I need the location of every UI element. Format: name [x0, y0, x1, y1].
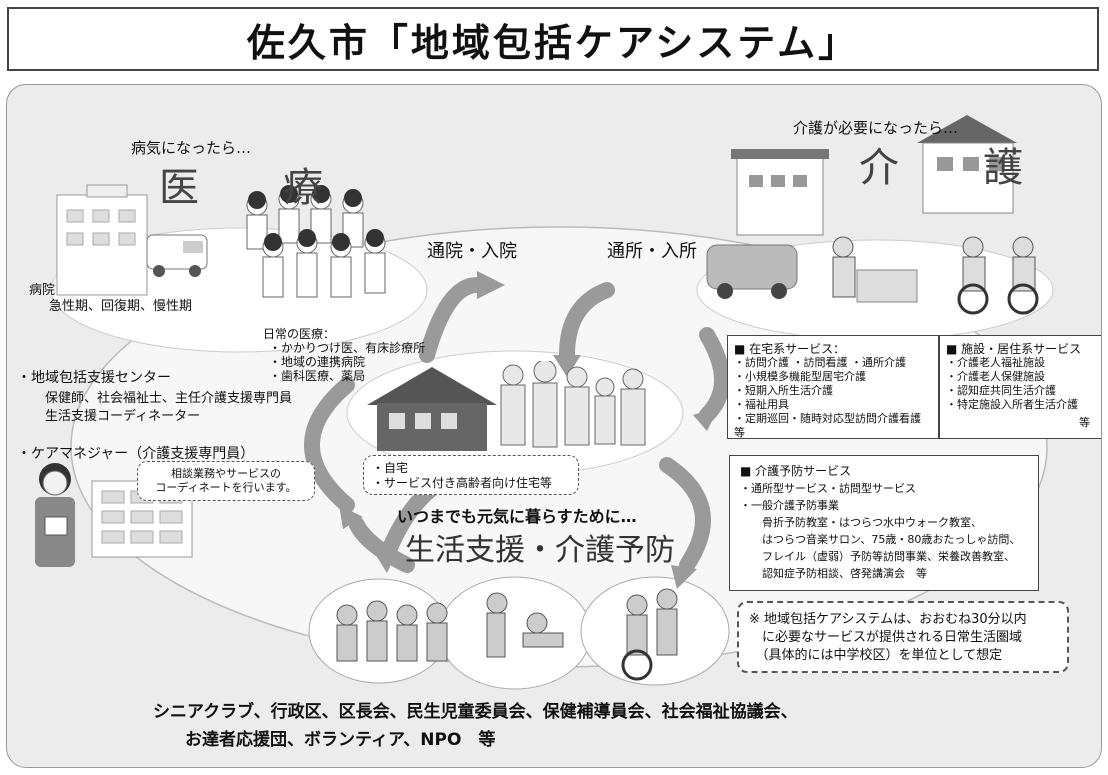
medical-staff-illustration — [246, 185, 386, 298]
care-manager-note: 相談業務やサービスの コーディネートを行います。 — [155, 467, 297, 494]
family-illustration — [500, 361, 646, 448]
facility-visit-label: 通所・入所 — [607, 241, 697, 262]
prevention-heading: 生活支援・介護予防 — [405, 533, 675, 568]
prevention-lead: いつまでも元気に暮らすために… — [397, 507, 637, 526]
daily-care-title: 日常の医療： — [263, 327, 336, 341]
diagram-panel: 病気になったら… 医 療 病院 急性期、回復期、慢性期 日常の医療： ・かかりつ… — [6, 84, 1102, 768]
prevention-services-items: ・通所型サービス・訪問型サービス ・一般介護予防事業 骨折予防教室・はつらつ水中… — [740, 482, 1021, 580]
prevention-people-illustration — [336, 588, 678, 681]
facility-services-box: ■ 施設・居住系サービス ・介護老人福祉施設 ・介護老人保健施設 ・認知症共同生… — [939, 335, 1101, 439]
facility-services-title: ■ 施設・居住系サービス — [946, 342, 1082, 356]
hospital-visit-label: 通院・入院 — [427, 241, 517, 262]
care-facility-illustration — [706, 115, 1017, 303]
prevention-ellipse-3 — [580, 576, 730, 686]
care-manager-title: ・ケアマネジャー（介護支援専門員） — [17, 446, 255, 462]
facility-services-etc: 等 — [1079, 416, 1090, 429]
prevention-services-box: ■ 介護予防サービス ・通所型サービス・訪問型サービス ・一般介護予防事業 骨折… — [729, 455, 1039, 591]
note-text: ※ 地域包括ケアシステムは、おおむね30分以内 に必要なサービスが提供される日常… — [749, 612, 1027, 663]
community-line-1: シニアクラブ、行政区、区長会、民生児童委員会、保健補導員会、社会福祉協議会、 — [153, 702, 798, 722]
flow-arrows — [304, 277, 730, 573]
title-bar: 佐久市「地域包括ケアシステム」 — [7, 7, 1099, 71]
support-center-coordinator: 生活支援コーディネーター — [45, 409, 201, 424]
hospital-phases: 急性期、回復期、慢性期 — [49, 299, 193, 314]
house-illustration — [367, 367, 497, 451]
home-services-items: ・訪問介護 ・訪問看護 ・通所介護 ・小規模多機能型居宅介護 ・短期入所生活介護… — [734, 356, 921, 439]
daily-care-item: ・歯科医療、薬局 — [269, 369, 366, 383]
prevention-services-title: ■ 介護予防サービス — [740, 464, 852, 478]
note-box: ※ 地域包括ケアシステムは、おおむね30分以内 に必要なサービスが提供される日常… — [737, 601, 1069, 673]
medical-heading: 医 療 — [159, 165, 345, 211]
home-services-title: ■ 在宅系サービス： — [734, 342, 846, 356]
care-people-illustration — [832, 236, 1039, 315]
daily-care-item: ・地域の連携病院 — [269, 355, 366, 369]
home-box: ・自宅 ・サービス付き高齢者向け住宅等 — [363, 455, 579, 495]
support-center-staff: 保健師、社会福祉士、主任介護支援専門員 — [45, 391, 293, 406]
support-center-title: ・地域包括支援センター — [17, 370, 171, 386]
community-line-2: お達者応援団、ボランティア、NPO 等 — [185, 730, 496, 750]
arrow-heads — [339, 271, 719, 589]
care-lead: 介護が必要になったら… — [793, 119, 959, 137]
hospital-name: 病院 — [29, 283, 56, 298]
hospital-illustration — [56, 184, 208, 296]
care-manager-illustration — [35, 463, 75, 567]
home-items: ・自宅 ・サービス付き高齢者向け住宅等 — [372, 461, 553, 490]
home-services-box: ■ 在宅系サービス： ・訪問介護 ・訪問看護 ・通所介護 ・小規模多機能型居宅介… — [727, 335, 939, 439]
facility-services-items: ・介護老人福祉施設 ・介護老人保健施設 ・認知症共同生活介護 ・特定施設入所者生… — [946, 356, 1078, 411]
page-title: 佐久市「地域包括ケアシステム」 — [246, 20, 860, 65]
medical-lead: 病気になったら… — [131, 139, 252, 157]
care-manager-note-box: 相談業務やサービスの コーディネートを行います。 — [137, 461, 315, 501]
care-heading: 介 護 — [859, 145, 1045, 191]
daily-care-item: ・かかりつけ医、有床診療所 — [269, 341, 426, 355]
